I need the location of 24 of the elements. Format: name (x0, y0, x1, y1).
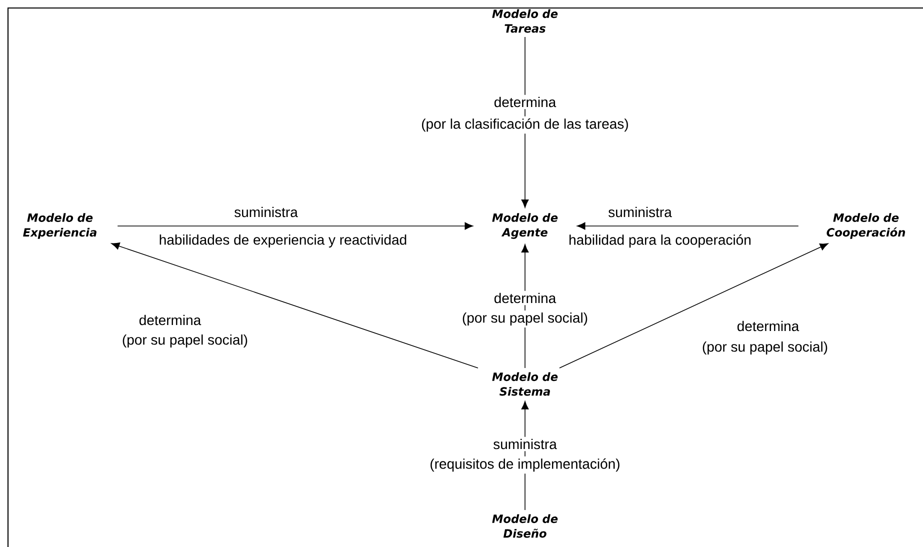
edge-note: habilidad para la cooperación (566, 232, 754, 250)
arrow (559, 243, 828, 368)
edge-label: suministra (232, 204, 300, 220)
arrow (577, 222, 799, 230)
edge-note: habilidades de experiencia y reactividad (156, 232, 410, 250)
model-label: Modelo de Experiencia (23, 213, 96, 239)
edge-label: determina (492, 290, 558, 306)
edge-label: determina (734, 318, 802, 334)
edge-note: (requisitos de implementación) (428, 456, 622, 474)
edge-note: (por su papel social) (120, 332, 250, 350)
model-label: Modelo de Tareas (492, 9, 558, 33)
model-label: Modelo de Cooperación (826, 213, 906, 239)
arrow (117, 222, 474, 230)
edge-label: suministra (606, 204, 674, 220)
edge-label: determina (136, 312, 204, 328)
edge-label: suministra (491, 436, 559, 452)
model-label: Modelo de Diseño (492, 514, 558, 538)
arrow (111, 242, 478, 368)
model-label: Modelo de Sistema (492, 372, 558, 396)
edge-label: determina (492, 94, 558, 110)
edge-note: (por su papel social) (700, 339, 830, 357)
edge-note: (por la clasificación de las tareas) (419, 116, 631, 134)
model-label: Modelo de Agente (492, 213, 558, 239)
edge-note: (por su papel social) (460, 310, 590, 328)
